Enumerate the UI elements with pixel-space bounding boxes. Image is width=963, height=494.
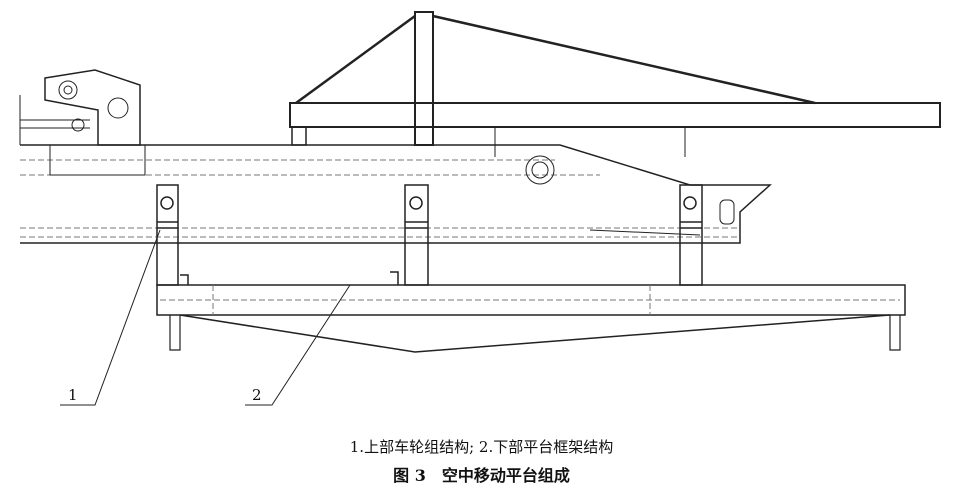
figure-legend: 1.上部车轮组结构; 2.下部平台框架结构 bbox=[349, 438, 614, 456]
lower-platform-frame bbox=[156, 284, 906, 353]
main-beam bbox=[20, 144, 772, 244]
upper-arm-assembly bbox=[289, 11, 941, 157]
figure-caption: 图 3 空中移动平台组成 bbox=[0, 462, 963, 486]
platform-drawing: 1 2 bbox=[19, 11, 941, 406]
left-mechanism bbox=[19, 69, 141, 146]
part-label-1: 1 bbox=[68, 386, 78, 404]
figure-number: 图 3 bbox=[393, 466, 426, 485]
part-label-2: 2 bbox=[252, 386, 262, 404]
figure-title: 空中移动平台组成 bbox=[441, 466, 570, 485]
wheel-group-posts bbox=[156, 184, 703, 286]
leader-line-1: 1 bbox=[60, 229, 161, 406]
leader-line-2: 2 bbox=[245, 284, 351, 406]
